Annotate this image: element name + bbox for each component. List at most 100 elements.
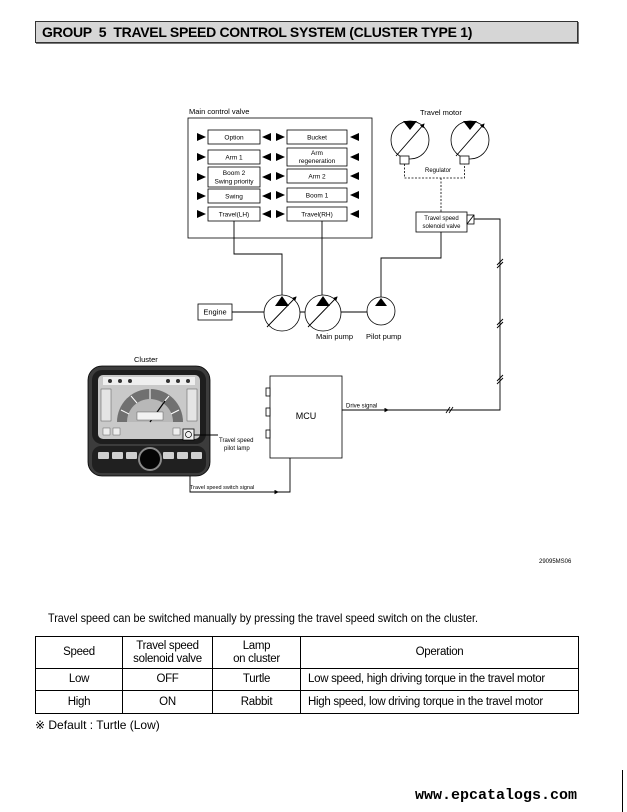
header-text: Lamp [242, 639, 271, 652]
section-title: GROUP 5 TRAVEL SPEED CONTROL SYSTEM (CLU… [42, 24, 473, 40]
solenoid-valve-label: Travel speed [424, 216, 458, 222]
solenoid-valve-label: solenoid valve [422, 224, 461, 230]
mcu-connector [265, 387, 271, 397]
mcu-label: MCU [296, 411, 317, 421]
variable-displacement-arrow [395, 123, 425, 157]
pump-flow-arrow [275, 296, 289, 306]
spool-boom2: Boom 2 Swing priority [197, 166, 271, 188]
spool-label: Option [224, 135, 244, 142]
pilot-port-arrow [262, 210, 271, 218]
drive-signal-wire: Drive signal [342, 218, 504, 414]
cluster-label: Cluster [134, 355, 158, 364]
spool-label: Boom 2 [223, 170, 246, 177]
indicator-icon [112, 427, 121, 436]
spool-label: Arm 1 [225, 155, 243, 162]
table-cell: ON [122, 690, 213, 714]
main-pump-2-symbol [304, 294, 342, 332]
right-bar-gauge [186, 388, 198, 422]
variable-displacement-arrow [266, 296, 297, 328]
motor-flow-arrow [403, 121, 417, 130]
travel-speed-solenoid-valve: Travel speed solenoid valve [415, 211, 475, 233]
variable-displacement-arrow [455, 123, 485, 157]
travel-motors: Travel motor Regulator [390, 108, 490, 212]
pilot-port-arrow [276, 191, 285, 199]
drive-signal-line [342, 218, 501, 411]
indicator-icon [172, 427, 181, 436]
table-cell: High speed, low driving torque in the tr… [300, 690, 579, 714]
wire-break-mark [496, 318, 504, 329]
travel-speed-control-diagram: Main control valve Option Arm 1 Boom 2 S… [87, 107, 572, 565]
table-cell: High [35, 690, 123, 714]
spool-arm-regeneration: Arm regeneration [276, 147, 359, 167]
spool-bucket: Bucket [276, 129, 359, 145]
mcu-connector [265, 407, 271, 417]
warning-lamp-icon [128, 379, 132, 383]
header-text: Speed [63, 646, 95, 658]
main-control-valve: Main control valve Option Arm 1 Boom 2 S… [187, 107, 373, 239]
spool-boom1: Boom 1 [276, 187, 359, 203]
intro-text: Travel speed can be switched manually by… [48, 611, 479, 625]
warning-lamp-icon [166, 379, 170, 383]
pilot-port-arrow [197, 173, 206, 181]
pilot-port-arrow [262, 192, 271, 200]
wire-break-mark [496, 258, 504, 269]
warning-lamp-icon [118, 379, 122, 383]
cluster-button [112, 452, 123, 459]
pilot-port-arrow [350, 133, 359, 141]
cluster-button [177, 452, 188, 459]
pilot-port-arrow [262, 153, 271, 161]
spool-box [207, 149, 261, 165]
warning-lamp-icon [186, 379, 190, 383]
wire-break-mark [496, 374, 504, 385]
pilot-port-arrow [197, 192, 206, 200]
cluster-button [126, 452, 137, 459]
pilot-port-arrow [262, 173, 271, 181]
travel-speed-switch [191, 452, 202, 459]
table-cell: Rabbit [212, 690, 301, 714]
cluster-lcd [136, 411, 164, 421]
main-pump-label: Main pump [316, 332, 353, 341]
solenoid-coil-icon [466, 214, 475, 225]
switch-signal-line [189, 458, 291, 493]
spool-box [286, 147, 348, 167]
spool-label: Swing [225, 194, 243, 201]
section-header: GROUP 5 TRAVEL SPEED CONTROL SYSTEM (CLU… [35, 21, 578, 43]
motor-flow-arrow [463, 121, 477, 130]
travel-speed-pilot-lamp-icon [182, 428, 195, 441]
spool-box [207, 166, 261, 188]
engine-and-pumps: Engine Main pump Pilot pump [197, 294, 401, 341]
indicator-icon [102, 427, 111, 436]
drive-signal-label: Drive signal [346, 404, 377, 410]
page-edge-line [622, 770, 623, 812]
cluster-button [163, 452, 174, 459]
wire-break-mark [445, 406, 454, 414]
spool-label: Arm 2 [308, 174, 326, 181]
table-cell: Turtle [212, 668, 301, 691]
dial-tick [120, 389, 180, 415]
header-text: on cluster [233, 652, 280, 665]
regulator-pilot-line [404, 164, 465, 179]
switch-signal-wire: Travel speed switch signal [189, 458, 291, 495]
main-pump-1-symbol [263, 294, 301, 332]
spool-arm2: Arm 2 [276, 168, 359, 184]
pilot-line [380, 232, 442, 297]
spool-box [286, 187, 348, 203]
spool-box [207, 188, 261, 204]
spool-label: Travel(LH) [219, 212, 249, 219]
switch-signal-label: Travel speed switch signal [190, 485, 254, 491]
spool-travel-lh: Travel(LH) [197, 206, 271, 222]
travel-speed-pilot-lamp-icon [185, 431, 192, 438]
default-note: ※ Default : Turtle (Low) [35, 718, 160, 732]
engine-label: Engine [203, 308, 226, 317]
spool-swing: Swing [197, 188, 271, 204]
mcu-box [269, 375, 343, 459]
spool-box [286, 168, 348, 184]
regulator-label: Regulator [425, 168, 451, 174]
pump-flow-arrow [375, 298, 387, 306]
pilot-port-arrow [350, 191, 359, 199]
table-cell: OFF [122, 668, 213, 691]
